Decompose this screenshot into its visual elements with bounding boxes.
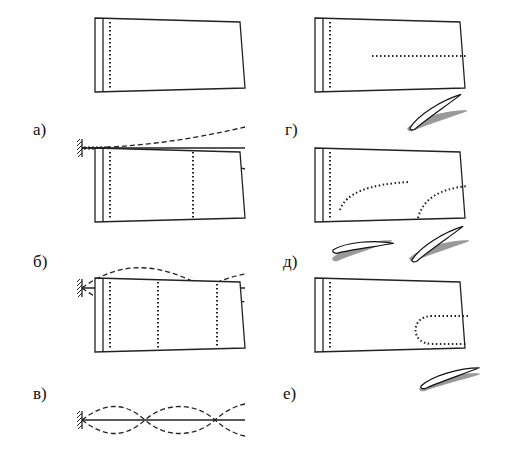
panel-label: е) [283,385,296,402]
panel-label: г) [285,121,298,138]
panel-label: в) [33,385,47,402]
panel-label: а) [33,121,46,138]
panel-label: д) [283,253,297,270]
panel-label: б) [33,253,47,270]
